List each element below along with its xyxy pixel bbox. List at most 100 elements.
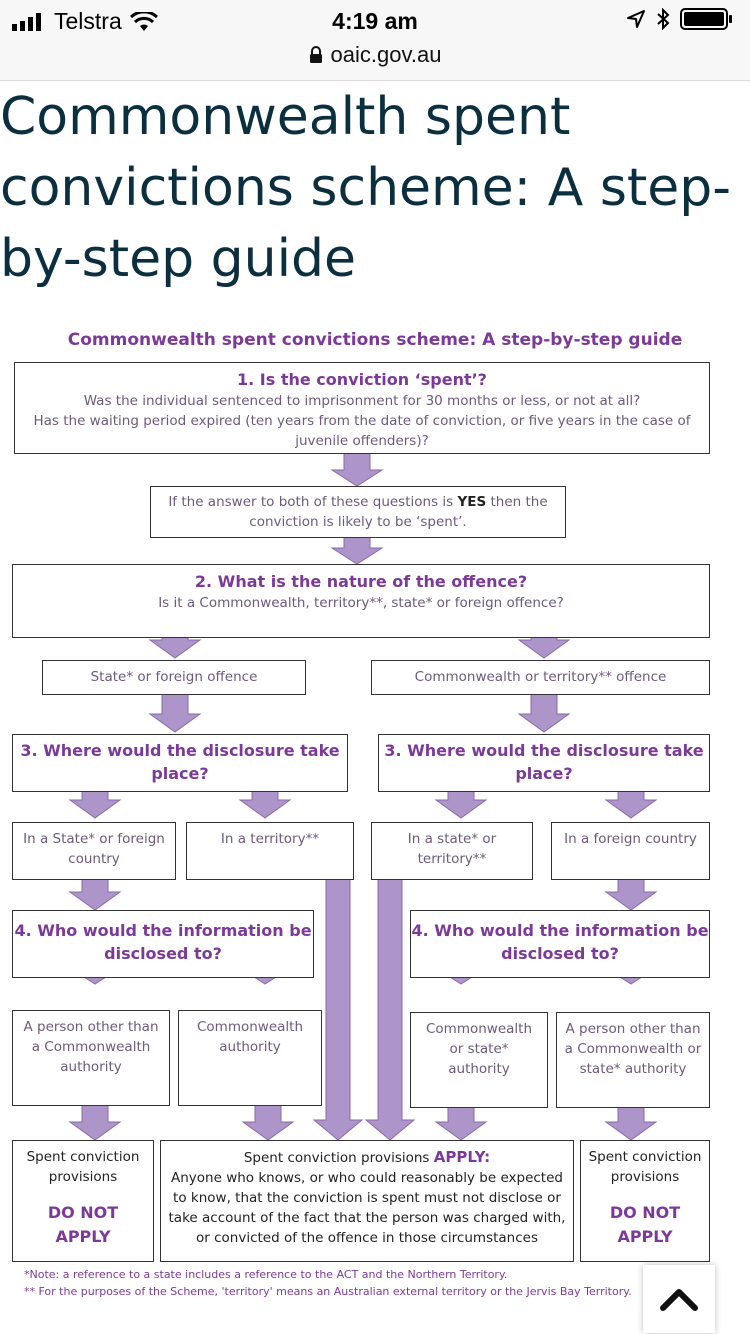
who-b-line2: authority bbox=[219, 1039, 281, 1055]
result-left-line3: DO NOT bbox=[47, 1203, 119, 1222]
result-mid-line3: to know, that the conviction is spent mu… bbox=[173, 1190, 561, 1206]
step3-right-box: 3. Where would the disclosure take place… bbox=[378, 734, 710, 792]
result-right-line1: Spent conviction bbox=[588, 1149, 702, 1165]
scroll-to-top-button[interactable] bbox=[643, 1265, 715, 1333]
who-a-line1: A person other than bbox=[23, 1019, 159, 1035]
who-c-line3: authority bbox=[448, 1061, 510, 1077]
step1-heading: 1. Is the conviction ‘spent’? bbox=[237, 370, 487, 389]
arrow-long-right bbox=[364, 869, 416, 1141]
result-right-box: Spent conviction provisions DO NOT APPLY bbox=[580, 1140, 710, 1262]
result-mid-box: Spent conviction provisions APPLY: Anyon… bbox=[160, 1140, 574, 1262]
answer-box: If the answer to both of these questions… bbox=[150, 486, 566, 538]
who-b-line1: Commonwealth bbox=[196, 1019, 304, 1035]
place-c-line1: In a state* or bbox=[407, 831, 497, 847]
who-a-box: A person other than a Commonwealth autho… bbox=[12, 1010, 170, 1106]
result-mid-apply: APPLY: bbox=[433, 1148, 491, 1166]
page-title: Commonwealth spent convictions scheme: A… bbox=[0, 87, 732, 289]
step3-right-line2: place? bbox=[515, 764, 573, 783]
place-d-line1: In a foreign country bbox=[564, 831, 697, 847]
address-bar[interactable]: oaic.gov.au bbox=[0, 42, 750, 68]
who-d-box: A person other than a Commonwealth or st… bbox=[556, 1012, 710, 1108]
who-d-line3: state* authority bbox=[579, 1061, 687, 1077]
offence-right-label: Commonwealth or territory** offence bbox=[414, 669, 667, 685]
footnote-2: ** For the purposes of the Scheme, 'terr… bbox=[24, 1285, 632, 1298]
offence-left-box: State* or foreign offence bbox=[42, 660, 306, 695]
url-text: oaic.gov.au bbox=[330, 42, 442, 67]
carrier: Telstra bbox=[12, 8, 158, 35]
step2-line: Is it a Commonwealth, territory**, state… bbox=[158, 595, 564, 611]
result-left-line2: provisions bbox=[48, 1169, 118, 1185]
result-left-line1: Spent conviction bbox=[26, 1149, 140, 1165]
place-a-line2: country bbox=[68, 851, 120, 867]
step4-left-line2: disclosed to? bbox=[104, 944, 222, 963]
step4-left-box: 4. Who would the information be disclose… bbox=[12, 910, 314, 978]
who-d-line2: a Commonwealth or bbox=[564, 1041, 702, 1057]
result-right-line2: provisions bbox=[610, 1169, 680, 1185]
offence-left-label: State* or foreign offence bbox=[90, 669, 258, 685]
who-c-box: Commonwealth or state* authority bbox=[410, 1012, 548, 1108]
arrow-down-6 bbox=[517, 693, 571, 733]
answer-post: then the bbox=[486, 494, 548, 510]
result-mid-line2: Anyone who knows, or who could reasonabl… bbox=[171, 1170, 563, 1186]
step1-line3: juvenile offenders)? bbox=[295, 433, 429, 449]
step3-right-line1: 3. Where would the disclosure take bbox=[384, 741, 704, 760]
arrow-down-1 bbox=[330, 449, 384, 487]
who-c-line2: or state* bbox=[449, 1041, 509, 1057]
place-a-line1: In a State* or foreign bbox=[23, 831, 165, 847]
step3-left-box: 3. Where would the disclosure take place… bbox=[12, 734, 348, 792]
clock: 4:19 am bbox=[332, 8, 418, 34]
result-mid-line1: Spent conviction provisions APPLY: bbox=[161, 1147, 573, 1168]
who-a-line3: authority bbox=[60, 1059, 122, 1075]
arrow-long-left bbox=[312, 869, 364, 1141]
arrow-down-18 bbox=[241, 1101, 295, 1141]
battery-icon bbox=[680, 8, 732, 30]
arrow-down-5 bbox=[148, 693, 202, 733]
step1-box: 1. Is the conviction ‘spent’? Was the in… bbox=[14, 362, 710, 454]
step4-right-box: 4. Who would the information be disclose… bbox=[410, 910, 710, 978]
arrow-down-17 bbox=[68, 1101, 122, 1141]
place-d-box: In a foreign country bbox=[551, 822, 710, 880]
who-d-line1: A person other than bbox=[565, 1021, 701, 1037]
carrier-label: Telstra bbox=[54, 8, 122, 34]
who-c-line1: Commonwealth bbox=[425, 1021, 533, 1037]
place-c-line2: territory** bbox=[417, 851, 487, 867]
result-left-line4: APPLY bbox=[55, 1227, 111, 1246]
place-b-box: In a territory** bbox=[186, 822, 354, 880]
place-c-box: In a state* or territory** bbox=[371, 822, 533, 880]
result-left-box: Spent conviction provisions DO NOT APPLY bbox=[12, 1140, 154, 1262]
step4-right-line1: 4. Who would the information be bbox=[411, 921, 709, 940]
answer-line1: If the answer to both of these questions… bbox=[151, 492, 565, 512]
answer-line2: conviction is likely to be ‘spent’. bbox=[249, 514, 467, 530]
step4-left-line1: 4. Who would the information be bbox=[14, 921, 312, 940]
status-bar: Telstra 4:19 am oaic.gov.au bbox=[0, 0, 750, 81]
result-right-line3: DO NOT bbox=[609, 1203, 681, 1222]
who-b-box: Commonwealth authority bbox=[178, 1010, 322, 1106]
footnote-1: *Note: a reference to a state includes a… bbox=[24, 1268, 508, 1281]
offence-right-box: Commonwealth or territory** offence bbox=[371, 660, 710, 695]
step3-left-line1: 3. Where would the disclosure take bbox=[20, 741, 340, 760]
chevron-up-icon bbox=[660, 1289, 698, 1311]
step1-line2: Has the waiting period expired (ten year… bbox=[33, 413, 691, 429]
location-icon bbox=[627, 10, 645, 28]
lock-icon bbox=[309, 46, 322, 63]
result-mid-pre: Spent conviction provisions bbox=[243, 1150, 434, 1166]
answer-yes: YES bbox=[457, 494, 487, 510]
result-mid-line4: take account of the fact that the person… bbox=[168, 1210, 566, 1226]
place-b-line1: In a territory** bbox=[220, 831, 320, 847]
who-a-line2: a Commonwealth bbox=[31, 1039, 151, 1055]
answer-pre: If the answer to both of these questions… bbox=[168, 494, 458, 510]
step1-line1: Was the individual sentenced to imprison… bbox=[83, 393, 641, 409]
result-mid-line5: or convicted of the offence in those cir… bbox=[196, 1230, 538, 1246]
flowchart: Commonwealth spent convictions scheme: A… bbox=[0, 320, 750, 1310]
step3-left-line2: place? bbox=[151, 764, 209, 783]
result-right-line4: APPLY bbox=[617, 1227, 673, 1246]
signal-icon bbox=[12, 12, 41, 31]
status-icons bbox=[626, 8, 734, 30]
step4-right-line2: disclosed to? bbox=[501, 944, 619, 963]
bluetooth-icon bbox=[657, 8, 670, 30]
place-a-box: In a State* or foreign country bbox=[12, 822, 176, 880]
step2-box: 2. What is the nature of the offence? Is… bbox=[12, 564, 710, 638]
flowchart-title: Commonwealth spent convictions scheme: A… bbox=[67, 330, 683, 350]
step2-heading: 2. What is the nature of the offence? bbox=[194, 572, 528, 591]
wifi-icon bbox=[129, 11, 158, 31]
